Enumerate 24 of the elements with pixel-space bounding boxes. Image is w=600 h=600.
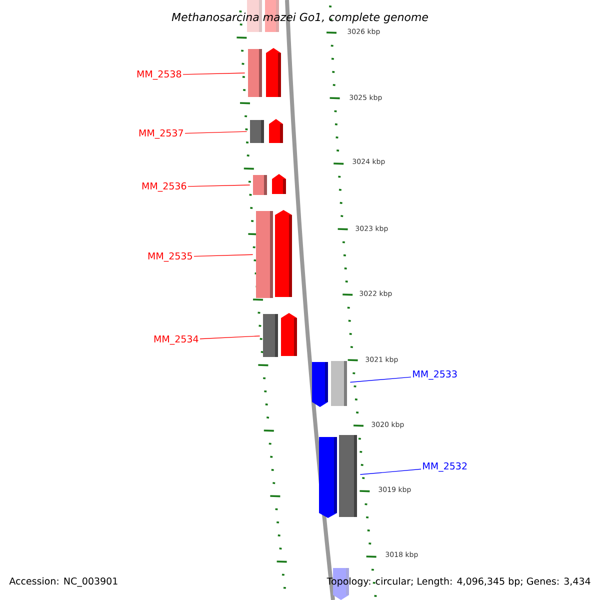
- gene-bars-drawing: [319, 435, 357, 518]
- gene-bars-drawing: [312, 361, 347, 407]
- gene-bars-drawing: [253, 174, 286, 195]
- leader-line: [350, 376, 412, 383]
- gene-label: MM_2533: [413, 370, 457, 380]
- gene-label: MM_2535: [148, 252, 192, 262]
- genome-info-text: Topology: circular; Length: 4,096,345 bp; Genes: 3,434: [326, 577, 590, 587]
- gene-label: MM_2538: [137, 70, 182, 80]
- title: Methanosarcina mazei Go1, complete genome: [172, 12, 428, 24]
- gene-bars-drawing: [263, 313, 297, 357]
- gene-bars-drawing: [250, 119, 283, 143]
- gene-bars-drawing: [256, 210, 292, 298]
- gene-label: MM_2536: [142, 182, 186, 192]
- leader-line: [182, 72, 246, 75]
- gene-label: MM_2532: [423, 462, 467, 472]
- leader-line: [184, 131, 248, 134]
- gene-label: MM_2537: [139, 129, 183, 139]
- gene-bars-drawing: [248, 48, 281, 97]
- leader-line: [194, 254, 254, 257]
- leader-line: [188, 184, 250, 187]
- leader-line: [360, 468, 422, 475]
- gene-label: MM_2534: [154, 335, 198, 345]
- leader-line: [200, 336, 260, 340]
- accession-text: Accession: NC_003901: [9, 577, 118, 587]
